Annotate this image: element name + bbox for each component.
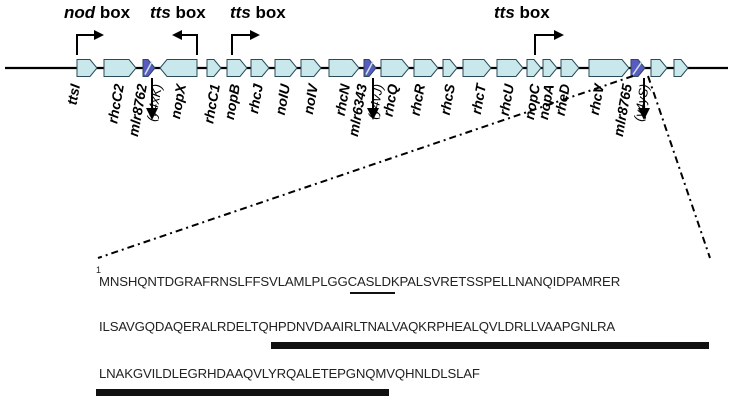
gene-label-mlr8765: mlr8765 <box>610 83 635 138</box>
zoom-lines <box>97 75 711 259</box>
mlr-gene-hatch <box>365 61 374 75</box>
mlr-gene-hatch <box>632 61 643 75</box>
gene-arrow <box>76 59 98 77</box>
promoter-arrow-4 <box>534 34 556 55</box>
nod-box-label: nod box <box>64 3 131 22</box>
promoter-arrows <box>76 34 556 55</box>
gene-label-nopX: nopX <box>167 81 189 120</box>
gene-arrow <box>560 59 580 77</box>
gene-label-rhcT: rhcT <box>468 81 489 115</box>
gene-arrow <box>250 59 270 77</box>
gene-arrow <box>103 59 137 77</box>
gene-label-nopB: nopB <box>221 83 243 121</box>
gene-arrow <box>462 59 492 77</box>
tts-box-label-2: tts box <box>230 3 286 22</box>
gene-map: nod box tts box tts box tts box ttsI rhc… <box>5 3 728 259</box>
gene-label-rhcC2: rhcC2 <box>104 83 127 125</box>
gene-arrow <box>300 59 322 77</box>
gene-arrow <box>588 59 630 77</box>
gene-arrow <box>542 59 558 77</box>
mlr-down-arrows <box>146 78 650 120</box>
gene-label-rhcR: rhcR <box>407 82 428 117</box>
gene-label-rhcS: rhcS <box>437 82 458 116</box>
gene-label-nopC: nopC <box>521 82 543 121</box>
genes-layer <box>76 59 689 77</box>
sequence-line-2: ILSAVGQDAQERALRDELTQHPDNVDAAIRLTNALVAQKR… <box>99 319 616 334</box>
sequence-line-1: MNSHQNTDGRAFRNSLFFSVLAMLPLGGCASLDKPALSVR… <box>99 274 621 289</box>
gene-label-rhcC1: rhcC1 <box>200 83 223 125</box>
tts-box-label-3: tts box <box>494 3 550 22</box>
gene-label-nopA: nopA <box>535 83 557 121</box>
gene-arrow <box>413 59 439 77</box>
promoter-arrow-1 <box>76 34 96 55</box>
gene-arrow <box>274 59 298 77</box>
gene-label-rhcJ: rhcJ <box>245 82 266 115</box>
domain-bar-2 <box>96 389 389 396</box>
gene-arrow <box>159 59 198 77</box>
promoter-arrowheads <box>94 30 564 40</box>
gene-arrow <box>442 59 458 77</box>
promoter-arrow-2 <box>180 34 198 55</box>
gene-arrow <box>328 59 360 77</box>
gene-arrow <box>673 59 689 77</box>
domain-bar-1 <box>271 342 709 349</box>
mlr-gene-hatch <box>144 61 153 75</box>
gene-arrow <box>526 59 542 77</box>
gene-label-rhcV: rhcV <box>586 81 607 116</box>
gene-label-ttsI: ttsI <box>64 82 84 107</box>
sequence-start-position: 1 <box>96 265 102 275</box>
gene-arrow <box>496 59 524 77</box>
tts-box-label-1: tts box <box>150 3 206 22</box>
gene-label-rhcN: rhcN <box>332 82 353 117</box>
gene-arrow <box>380 59 410 77</box>
gene-label-rhcQ: rhcQ <box>380 83 401 118</box>
sequence-line-3: LNAKGVILDLEGRHDAAQVLYRQALETEPGNQMVQHNLDL… <box>99 366 480 381</box>
gene-arrow <box>650 59 668 77</box>
gene-arrow <box>206 59 222 77</box>
gene-label-noIV: noIV <box>300 81 321 115</box>
promoter-arrow-3 <box>231 34 252 55</box>
gene-label-noIU: noIU <box>272 82 293 116</box>
gene-label-rhcU: rhcU <box>496 82 517 117</box>
lipobox-underline <box>350 292 395 294</box>
gene-arrow <box>226 59 248 77</box>
